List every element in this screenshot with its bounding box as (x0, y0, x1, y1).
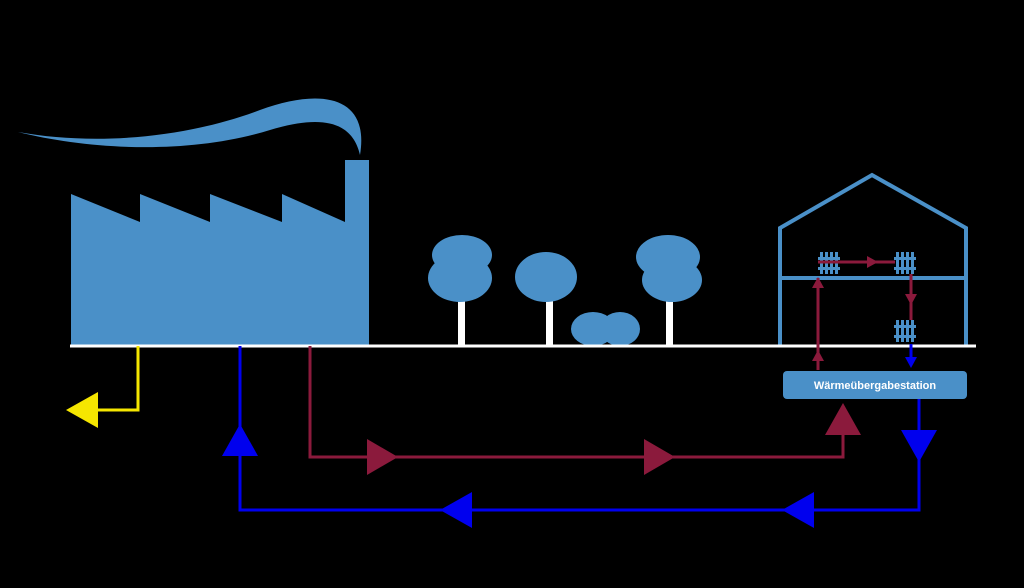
arrow-down-icon (905, 357, 917, 368)
arrow-left-icon (782, 492, 814, 528)
waste-heat-pipe (66, 346, 140, 428)
arrow-left-icon (66, 392, 98, 428)
station-label: Wärmeübergabestation (814, 380, 937, 392)
tree-icon (515, 252, 577, 346)
factory-chimney (345, 160, 369, 346)
arrow-down-icon (905, 294, 917, 305)
tree-icon (428, 235, 492, 346)
arrow-up-icon (812, 350, 824, 361)
arrow-right-icon (867, 256, 878, 268)
factory-building (71, 194, 345, 346)
arrow-right-icon (644, 439, 675, 475)
factory-smoke (18, 98, 362, 155)
arrow-left-icon (440, 492, 472, 528)
arrow-up-icon (222, 424, 258, 456)
arrow-up-icon (812, 277, 824, 288)
bush-icon (571, 312, 640, 346)
house-icon (778, 172, 968, 346)
tree-icon (636, 235, 702, 346)
arrow-right-icon (367, 439, 398, 475)
factory-icon (18, 98, 369, 346)
radiator-icon (894, 252, 916, 274)
arrow-up-icon (825, 403, 861, 435)
radiator-icon (894, 320, 916, 342)
heat-transfer-station: Wärmeübergabestation (783, 371, 967, 399)
arrow-down-icon (901, 430, 937, 462)
